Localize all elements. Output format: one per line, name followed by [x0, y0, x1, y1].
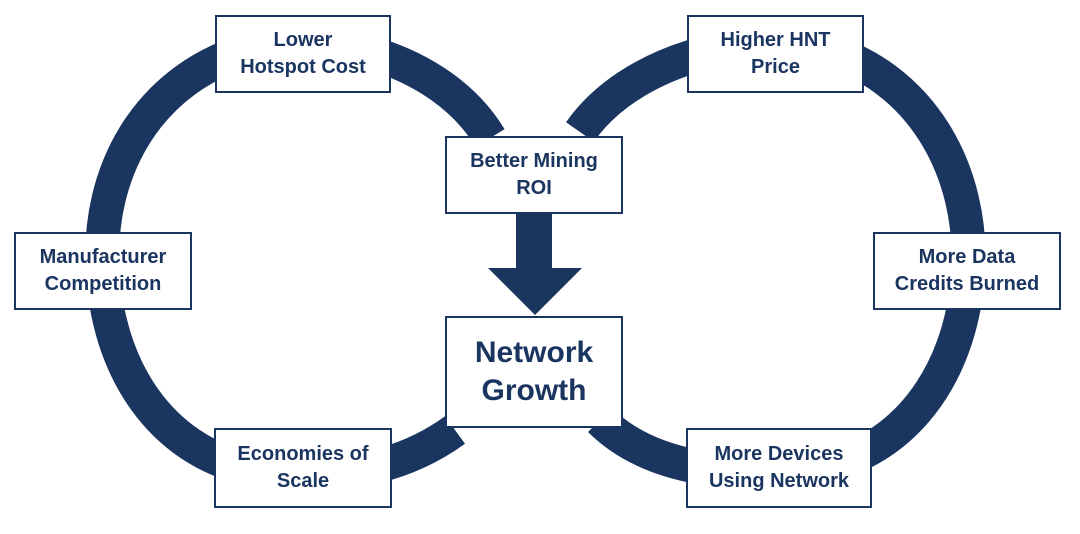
node-label-line: Competition: [44, 273, 162, 295]
node-label-line: Lower: [273, 29, 333, 51]
node-economies-of-scale: Economies of Scale: [214, 428, 392, 508]
down-arrow-head: [488, 268, 582, 315]
node-label-line: Scale: [276, 470, 330, 492]
node-more-devices-using-network: More Devices Using Network: [686, 428, 872, 508]
node-label-line: More Devices: [714, 443, 844, 465]
node-better-mining-roi: Better Mining ROI: [445, 136, 623, 214]
node-label-line: Growth: [481, 374, 587, 407]
node-label-line: ROI: [516, 177, 552, 199]
node-label-line: Hotspot Cost: [240, 56, 366, 78]
node-network-growth: Network Growth: [445, 316, 623, 428]
node-label-line: Manufacturer: [39, 246, 167, 268]
node-label-line: Using Network: [708, 470, 850, 492]
node-higher-hnt-price: Higher HNT Price: [687, 15, 864, 93]
node-manufacturer-competition: Manufacturer Competition: [14, 232, 192, 310]
node-label-line: Credits Burned: [894, 273, 1040, 295]
node-label-line: Higher HNT: [720, 29, 831, 51]
node-lower-hotspot-cost: Lower Hotspot Cost: [215, 15, 391, 93]
node-label-line: Better Mining: [470, 150, 598, 172]
node-label-line: Price: [751, 56, 800, 78]
node-label-line: Economies of: [237, 443, 369, 465]
node-label-line: Network: [474, 336, 594, 369]
node-label-line: More Data: [918, 246, 1016, 268]
node-more-data-credits-burned: More Data Credits Burned: [873, 232, 1061, 310]
